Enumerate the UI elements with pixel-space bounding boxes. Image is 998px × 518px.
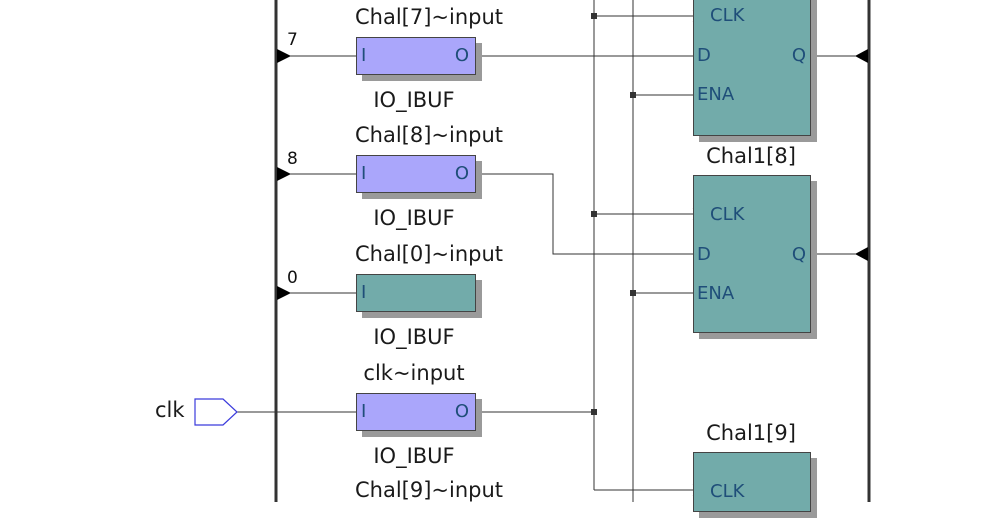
- net-junction: [630, 92, 636, 98]
- ibuf-type-label: IO_IBUF: [373, 206, 455, 230]
- bus-tap-arrow-icon: [277, 286, 291, 300]
- register-q-port: Q: [791, 244, 806, 265]
- register-d-port: D: [697, 244, 711, 265]
- ibuf-instance-name: clk~input: [363, 361, 465, 385]
- register-ena-port: ENA: [697, 283, 735, 304]
- wire[interactable]: [476, 173, 693, 255]
- net-junction: [591, 13, 597, 19]
- bus-tap-arrow-icon: [855, 49, 868, 63]
- register-ena-port: ENA: [697, 84, 735, 105]
- ibuf-input-port: I: [361, 282, 367, 303]
- ibuf-instance-name: Chal[7]~input: [354, 5, 504, 29]
- net-junction: [630, 290, 636, 296]
- bus-tap-index: 0: [287, 268, 298, 288]
- input-pin-label: clk: [155, 398, 185, 422]
- ibuf-input-port: I: [361, 401, 367, 422]
- bus-tap-index: 7: [287, 30, 298, 50]
- register-q-port: Q: [791, 45, 806, 66]
- register-clk-port: CLK: [710, 204, 745, 225]
- register-instance-name: Chal1[9]: [706, 421, 796, 445]
- ibuf-type-label: IO_IBUF: [373, 444, 455, 468]
- register-clk-port: CLK: [710, 481, 745, 502]
- ibuf-input-port: I: [361, 45, 367, 66]
- bus-tap-arrow-icon: [277, 167, 291, 181]
- ibuf-block-unconnected[interactable]: I: [356, 274, 476, 312]
- ibuf-type-label: IO_IBUF: [373, 325, 455, 349]
- input-pin-icon[interactable]: [194, 398, 238, 426]
- ibuf-output-port: O: [454, 401, 469, 422]
- bus-tap-arrow-icon: [855, 247, 868, 261]
- ibuf-output-port: O: [454, 163, 469, 184]
- register-clk-port: CLK: [710, 5, 745, 26]
- register-block[interactable]: CLK D ENA Q: [693, 175, 811, 333]
- ibuf-block[interactable]: I O: [356, 155, 476, 193]
- ibuf-instance-name: Chal[9]~input: [354, 478, 504, 502]
- register-d-port: D: [697, 45, 711, 66]
- schematic-canvas[interactable]: [0, 0, 998, 502]
- ibuf-output-port: O: [454, 45, 469, 66]
- register-block[interactable]: CLK D ENA Q: [693, 0, 811, 136]
- net-junction: [591, 409, 597, 415]
- register-block[interactable]: CLK: [693, 452, 811, 512]
- bus-tap-arrow-icon: [277, 49, 291, 63]
- ibuf-block[interactable]: I O: [356, 393, 476, 431]
- net-junction: [591, 211, 597, 217]
- bus-tap-index: 8: [287, 149, 298, 169]
- ibuf-block[interactable]: I O: [356, 37, 476, 75]
- ibuf-instance-name: Chal[8]~input: [354, 123, 504, 147]
- ibuf-instance-name: Chal[0]~input: [354, 242, 504, 266]
- register-instance-name: Chal1[8]: [706, 144, 796, 168]
- ibuf-type-label: IO_IBUF: [373, 88, 455, 112]
- ibuf-input-port: I: [361, 163, 367, 184]
